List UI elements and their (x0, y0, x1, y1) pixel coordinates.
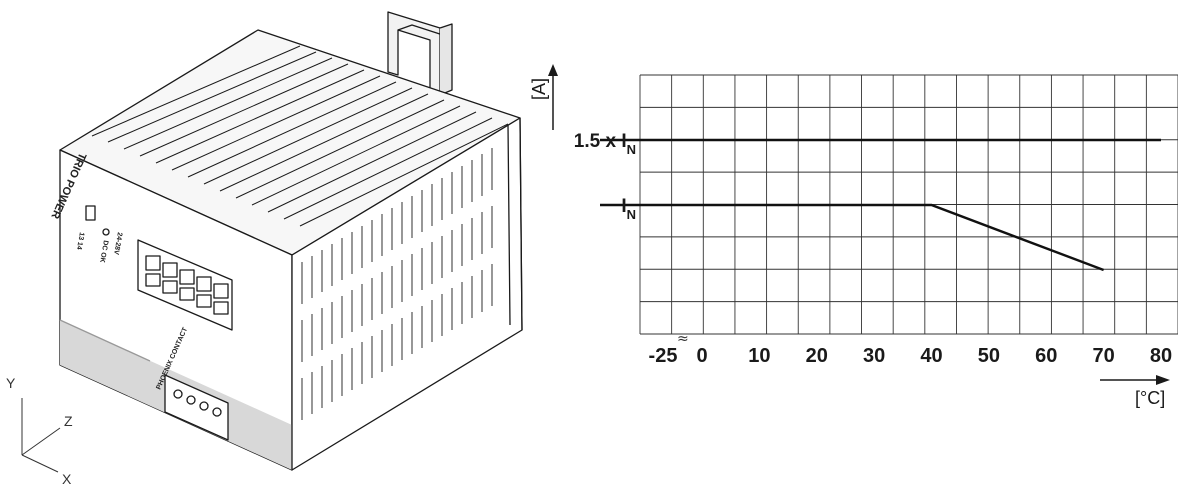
axis-break-mark: ≈ (677, 331, 689, 347)
x-tick-labels: -25 0 10 20 30 40 50 60 70 80 (649, 345, 1173, 367)
relay-label: 13 14 (75, 232, 85, 251)
output-terminal-block (164, 374, 229, 441)
potentiometer (85, 205, 96, 221)
side-vents (301, 148, 493, 420)
power-supply-illustration: TRIO POWER DC OK 24-28V 13 14 PHOENIX CO… (6, 11, 523, 487)
voltage-label: 24-28V (112, 232, 123, 256)
axis-z-letter: Z (64, 413, 73, 429)
x-tick-label: 30 (863, 345, 885, 367)
y-axis-arrowhead (548, 64, 558, 76)
series-line (600, 203, 1105, 272)
chart-series (600, 138, 1161, 272)
x-tick-label: 40 (920, 345, 942, 367)
x-tick-label: 0 (696, 345, 707, 367)
x-tick-label: 80 (1150, 345, 1172, 367)
axis-x-letter: X (62, 471, 72, 487)
x-tick-label: 60 (1035, 345, 1057, 367)
x-tick-label: -25 (649, 345, 678, 367)
terminal-block (137, 239, 233, 331)
x-tick-label: 50 (978, 345, 1000, 367)
x-tick-label: 70 (1093, 345, 1115, 367)
axis-y-letter: Y (6, 375, 16, 391)
din-rail-clip (387, 11, 453, 96)
cooling-fins (91, 45, 509, 227)
x-tick-label: 20 (806, 345, 828, 367)
xyz-axes-indicator (21, 398, 61, 473)
x-tick-label: 10 (748, 345, 770, 367)
dc-ok-led (102, 228, 110, 236)
y-tick-label: IN (621, 196, 636, 222)
y-tick-label: 1.5 x IN (574, 131, 636, 157)
y-tick-labels: 1.5 x IN IN (574, 131, 636, 222)
dc-ok-label: DC OK (98, 240, 109, 263)
x-axis-label: [°C] (1135, 388, 1165, 408)
x-axis-arrowhead (1156, 375, 1170, 385)
y-axis-label: [A] (529, 78, 549, 100)
